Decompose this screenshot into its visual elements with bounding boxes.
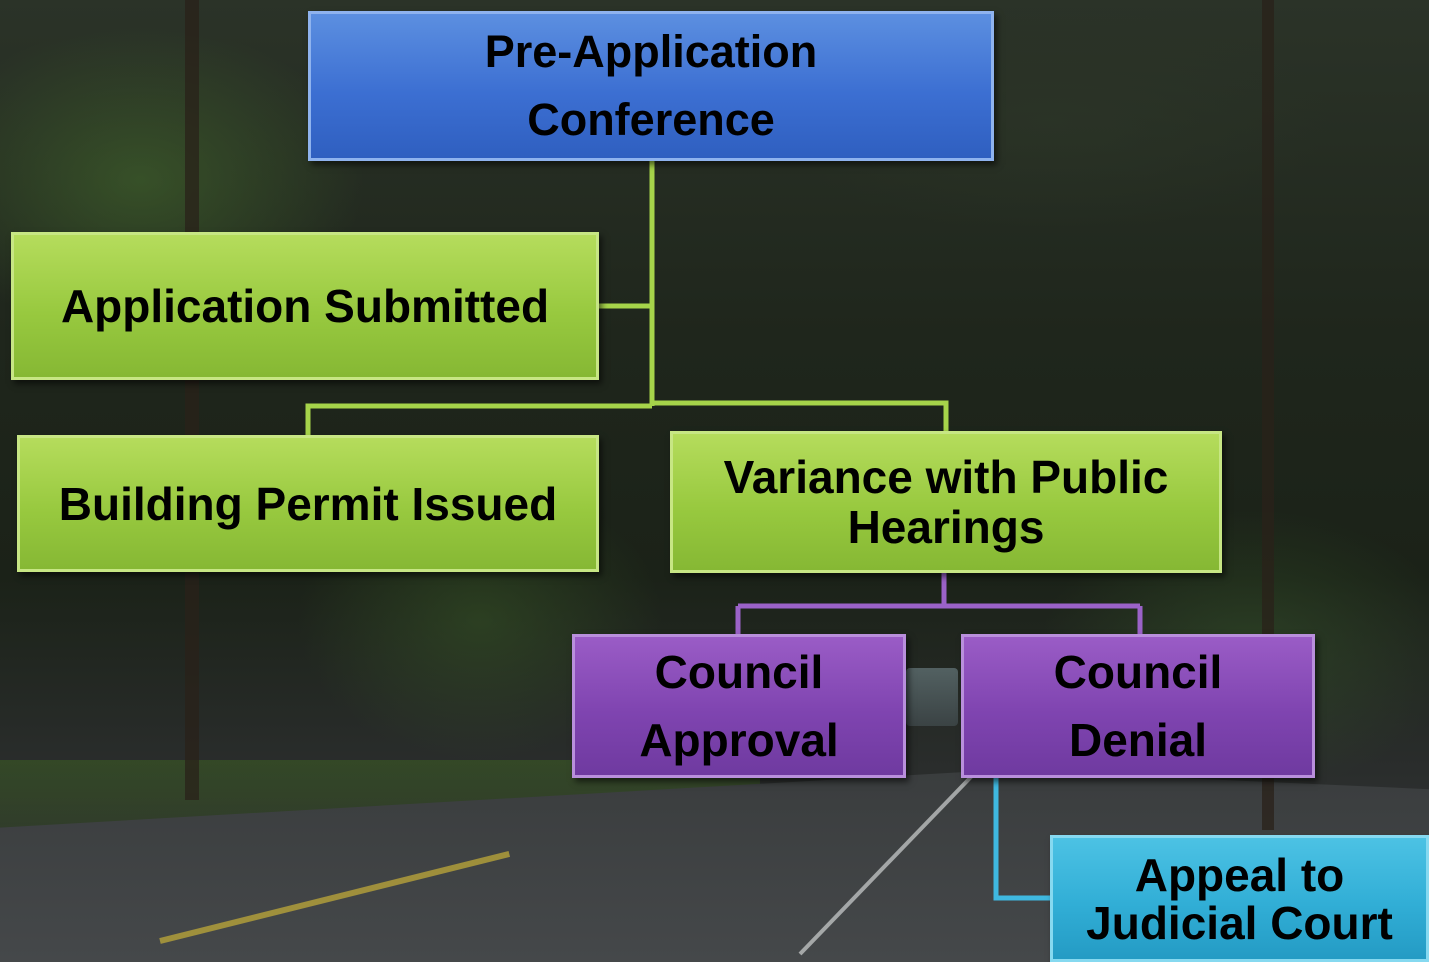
connector-denial-to-appeal bbox=[993, 778, 1052, 901]
building-permit-issued-box: Building Permit Issued bbox=[17, 435, 599, 572]
application-submitted-label: Application Submitted bbox=[60, 280, 550, 332]
connector-to-variance bbox=[652, 400, 949, 432]
council-approval-label: Council Approval bbox=[639, 646, 839, 766]
utility-pole-left bbox=[185, 0, 199, 800]
council-denial-box: Council Denial bbox=[961, 634, 1315, 778]
appeal-judicial-court-box: Appeal to Judicial Court bbox=[1050, 835, 1429, 962]
pre-application-conference-box: Pre-Application Conference bbox=[308, 11, 994, 161]
connector-to-building-permit bbox=[305, 403, 652, 436]
utility-pole-right bbox=[1262, 0, 1274, 830]
variance-public-hearings-box: Variance with Public Hearings bbox=[670, 431, 1222, 573]
appeal-judicial-court-label: Appeal to Judicial Court bbox=[1086, 848, 1393, 949]
pre-application-conference-label: Pre-Application Conference bbox=[484, 26, 818, 145]
application-submitted-box: Application Submitted bbox=[11, 232, 599, 380]
connector-variance-to-council bbox=[735, 572, 1143, 636]
connector-pre-to-application bbox=[598, 160, 655, 406]
council-denial-label: Council Denial bbox=[1053, 646, 1223, 766]
council-approval-box: Council Approval bbox=[572, 634, 906, 778]
truck bbox=[906, 668, 958, 726]
variance-public-hearings-label: Variance with Public Hearings bbox=[723, 451, 1169, 553]
building-permit-issued-label: Building Permit Issued bbox=[58, 477, 558, 530]
